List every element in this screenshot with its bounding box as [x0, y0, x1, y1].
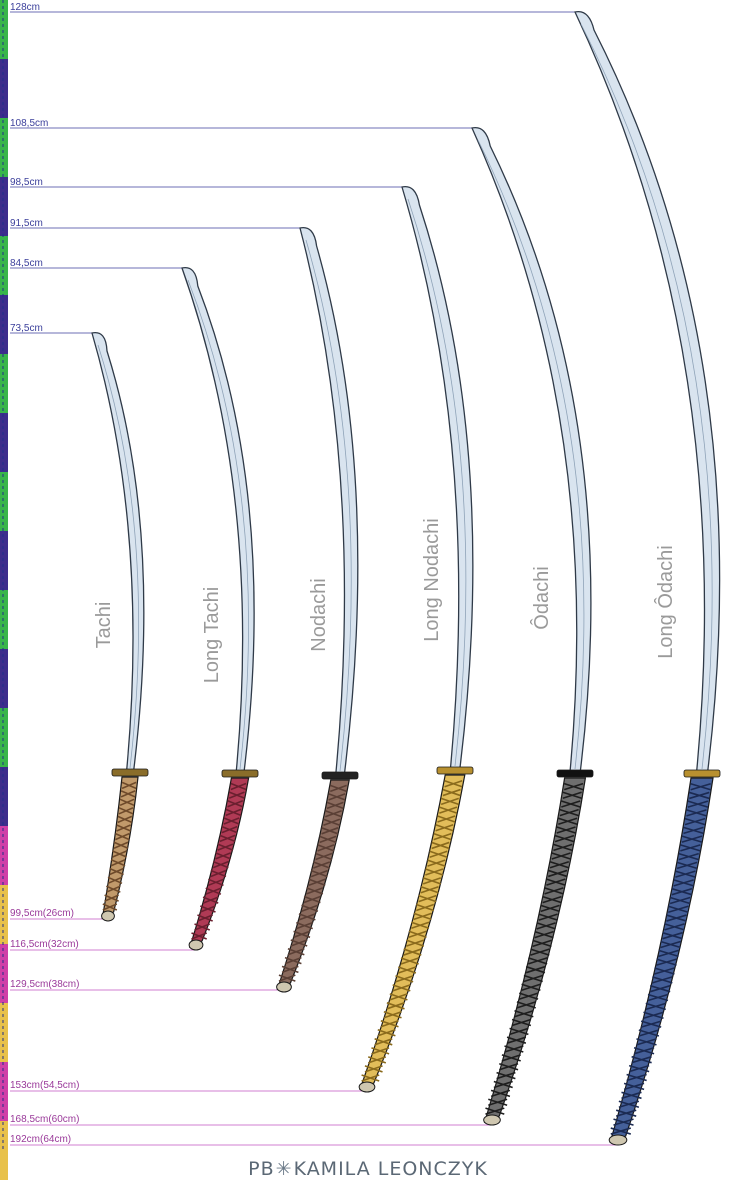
blade-length-label: 128cm — [10, 2, 40, 13]
blade-length-label: 91,5cm — [10, 218, 43, 229]
total-length-label: 168,5cm(60cm) — [10, 1114, 79, 1125]
ruler-segment — [0, 767, 8, 826]
blade-length-label: 108,5cm — [10, 118, 48, 129]
tsuba — [322, 772, 358, 779]
total-length-label: 129,5cm(38cm) — [10, 979, 79, 990]
ruler-segment — [0, 1062, 8, 1121]
tsuba — [684, 770, 720, 777]
sword-name: Long Tachi — [201, 587, 223, 683]
swords-group — [92, 12, 720, 1145]
ruler-segment — [0, 826, 8, 885]
tsuba — [437, 767, 473, 774]
total-length-label: 99,5cm(26cm) — [10, 908, 74, 919]
length-ruler — [0, 0, 8, 1180]
sword-name: Ôdachi — [530, 566, 553, 629]
tsuba — [222, 770, 258, 777]
artist-credit: PB✳KAMILA LEONCZYK — [0, 1158, 736, 1180]
total-length-label: 153cm(54,5cm) — [10, 1080, 79, 1091]
ruler-segment — [0, 177, 8, 236]
sword — [359, 187, 473, 1092]
sword — [575, 12, 720, 1145]
sword-name: Long Nodachi — [421, 518, 443, 641]
ruler-segment — [0, 1003, 8, 1062]
tsuba — [112, 769, 148, 776]
sword-name: Tachi — [93, 602, 115, 649]
total-length-label: 116,5cm(32cm) — [10, 939, 79, 950]
ruler-segment — [0, 295, 8, 354]
pommel — [359, 1082, 375, 1092]
ruler-segment — [0, 944, 8, 1003]
ruler-segment — [0, 0, 8, 59]
blade-length-label: 73,5cm — [10, 323, 43, 334]
ruler-segment — [0, 413, 8, 472]
ruler-segment — [0, 590, 8, 649]
ruler-segment — [0, 472, 8, 531]
ruler-segment — [0, 118, 8, 177]
credit-prefix: PB — [248, 1158, 275, 1180]
credit-name: KAMILA LEONCZYK — [294, 1158, 488, 1180]
ruler-segment — [0, 236, 8, 295]
pommel — [102, 911, 115, 921]
handle — [190, 778, 249, 947]
tsuba — [557, 770, 593, 777]
pommel — [484, 1115, 501, 1125]
sword-name: Long Ôdachi — [654, 545, 677, 658]
ruler-segment — [0, 649, 8, 708]
pommel — [189, 940, 203, 950]
ruler-segment — [0, 885, 8, 944]
ruler-segment — [0, 354, 8, 413]
blade — [472, 128, 591, 773]
blade-length-label: 98,5cm — [10, 177, 43, 188]
total-length-label: 192cm(64cm) — [10, 1134, 71, 1145]
sword-name: Nodachi — [308, 578, 330, 651]
credit-mark-icon: ✳ — [275, 1158, 294, 1180]
blade — [182, 268, 254, 773]
pommel — [277, 982, 292, 992]
pommel — [609, 1135, 627, 1145]
ruler-segment — [0, 531, 8, 590]
ruler-segment — [0, 59, 8, 118]
ruler-segment — [0, 708, 8, 767]
blade-length-label: 84,5cm — [10, 258, 43, 269]
